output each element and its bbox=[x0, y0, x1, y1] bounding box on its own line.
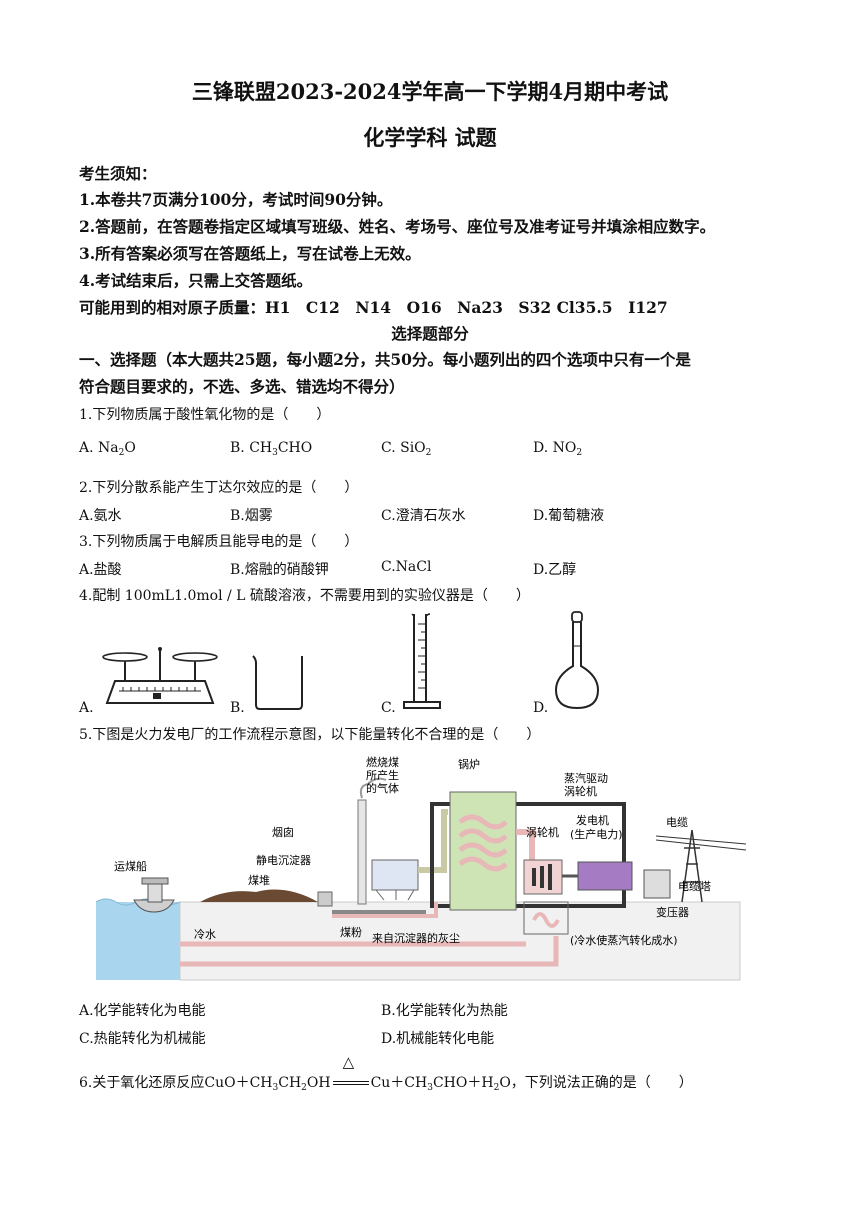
notice-item: 2.答题前，在答题卷指定区域填写班级、姓名、考场号、座位号及准考证号并填涂相应数… bbox=[79, 217, 716, 236]
question-stem: 6.关于氧化还原反应CuO＋CH3CH2OH△Cu＋CH3CHO＋H2O，下列说… bbox=[79, 1053, 693, 1093]
option-a: A.氨水 bbox=[79, 508, 122, 524]
volumetric-flask-icon bbox=[554, 611, 600, 710]
option-b: B.熔融的硝酸钾 bbox=[230, 562, 329, 578]
beaker-icon bbox=[252, 655, 303, 710]
label-condense: (冷水使蒸汽转化成水) bbox=[570, 933, 678, 947]
section-name: 选择题部分 bbox=[391, 324, 469, 343]
option-d: D.机械能转化电能 bbox=[381, 1031, 495, 1047]
section-instruction: 一、选择题（本大题共25题，每小题2分，共50分。每小题列出的四个选项中只有一个… bbox=[79, 350, 691, 369]
option-a: A.化学能转化为电能 bbox=[79, 1003, 206, 1019]
notice-item: 4.考试结束后，只需上交答题纸。 bbox=[79, 271, 313, 290]
label-coal-powder: 煤粉 bbox=[340, 926, 362, 939]
label-cable: 电缆 bbox=[666, 816, 688, 829]
label-turbine-drive: 涡轮机 bbox=[564, 784, 597, 798]
label-boiler: 锅炉 bbox=[458, 758, 480, 771]
option-c: C.NaCl bbox=[381, 559, 432, 575]
label-gas: 所产生 bbox=[366, 768, 399, 782]
label-transformer: 变压器 bbox=[656, 905, 689, 919]
option-a: A. bbox=[79, 700, 94, 716]
label-coal-pile: 煤堆 bbox=[248, 874, 270, 887]
question-stem: 2.下列分散系能产生丁达尔效应的是（ ） bbox=[79, 480, 359, 496]
option-c: C. SiO2 bbox=[381, 440, 432, 458]
option-c: C.热能转化为机械能 bbox=[79, 1031, 206, 1047]
option-b: B. bbox=[230, 700, 245, 716]
option-c: C. bbox=[381, 700, 396, 716]
page-subtitle: 化学学科 试题 bbox=[363, 125, 497, 150]
option-d: D.乙醇 bbox=[533, 562, 577, 578]
option-c: C.澄清石灰水 bbox=[381, 508, 466, 524]
generator bbox=[577, 861, 633, 891]
label-ash: 来自沉淀器的灰尘 bbox=[372, 931, 460, 945]
label-cold-water: 冷水 bbox=[194, 928, 216, 941]
water-body bbox=[96, 902, 180, 980]
notice-item: 3.所有答案必须写在答题纸上，写在试卷上无效。 bbox=[79, 244, 421, 263]
question-stem: 3.下列物质属于电解质且能导电的是（ ） bbox=[79, 534, 359, 550]
coal-pile bbox=[200, 889, 318, 902]
question-stem: 5.下图是火力发电厂的工作流程示意图，以下能量转化不合理的是（ ） bbox=[79, 727, 541, 743]
heating-condition: △ bbox=[342, 1053, 355, 1071]
label-generator: 发电机 bbox=[576, 813, 609, 827]
label-turbine: 涡轮机 bbox=[526, 825, 559, 839]
option-d: D. NO2 bbox=[533, 440, 583, 458]
notice-heading: 考生须知： bbox=[79, 164, 157, 183]
option-d: D.葡萄糖液 bbox=[533, 508, 605, 524]
section-instruction: 符合题目要求的，不选、多选、错选均不得分） bbox=[79, 377, 405, 396]
option-b: B.化学能转化为热能 bbox=[381, 1003, 508, 1019]
question-stem: 1.下列物质属于酸性氧化物的是（ ） bbox=[79, 407, 331, 423]
notice-item: 1.本卷共7页满分100分，考试时间90分钟。 bbox=[79, 190, 393, 209]
option-d: D. bbox=[533, 700, 549, 716]
graduated-cylinder-icon bbox=[403, 613, 441, 709]
label-turbine-drive: 蒸汽驱动 bbox=[564, 771, 608, 785]
reaction-arrow: △ bbox=[331, 1053, 371, 1091]
label-generator: (生产电力) bbox=[570, 827, 623, 841]
balance-scale-icon bbox=[102, 647, 218, 704]
question-stem: 4.配制 100mL1.0mol / L 硫酸溶液，不需要用到的实验仪器是（ ） bbox=[79, 588, 530, 604]
page-title: 三锋联盟2023-2024学年高一下学期4月期中考试 bbox=[191, 79, 669, 104]
option-a: A.盐酸 bbox=[79, 562, 122, 578]
option-b: B. CH3CHO bbox=[230, 440, 313, 458]
label-gas: 的气体 bbox=[366, 781, 399, 795]
option-a: A. Na2O bbox=[79, 440, 136, 458]
label-precipitator: 静电沉淀器 bbox=[256, 853, 311, 867]
option-b: B.烟雾 bbox=[230, 508, 273, 524]
label-gas: 燃烧煤 bbox=[366, 755, 399, 769]
label-coal-ship: 运煤船 bbox=[114, 859, 147, 873]
label-tower: 电缆塔 bbox=[678, 880, 711, 893]
power-plant-diagram: 烟囱 燃烧煤 所产生 的气体 锅炉 蒸汽驱动 涡轮机 静电沉淀器 发电机 (生产… bbox=[96, 755, 746, 981]
label-chimney: 烟囱 bbox=[272, 825, 294, 839]
atomic-mass-line: 可能用到的相对原子质量：H1 C12 N14 O16 Na23 S32 Cl35… bbox=[79, 298, 668, 317]
